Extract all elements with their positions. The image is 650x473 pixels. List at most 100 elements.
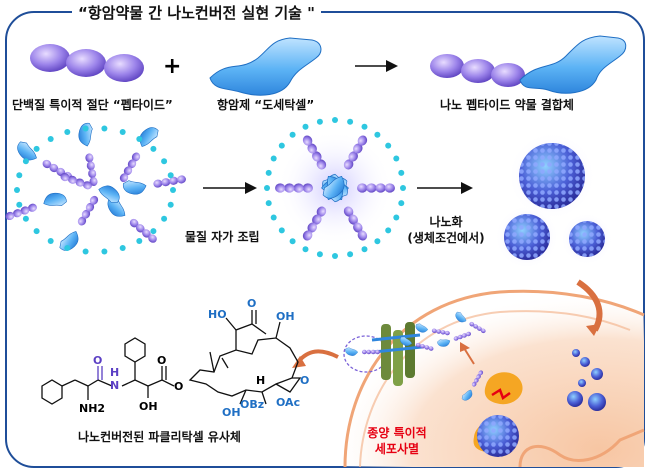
o-label-5: O [300,374,309,387]
arrow-release [463,347,475,365]
water-dot [385,227,392,234]
water-dot [278,142,285,149]
water-dot [47,136,54,142]
water-dot [167,172,174,179]
water-dot [161,215,168,222]
o-label-1: O [93,354,102,367]
water-dot [361,123,368,130]
nh-label: N [110,379,119,392]
page-title: “항암약물 간 나노컨버전 실현 기술 " [72,2,321,23]
water-dot [398,200,405,207]
oh-label-1: OH [139,400,158,413]
water-dot [385,142,392,149]
released-drug-icons [345,311,486,401]
small-nanoparticles-icon [477,349,606,457]
docetaxel-icon [209,37,322,96]
water-dot [47,238,54,244]
water-dot [14,187,20,193]
micelle-unit-5 [322,135,368,199]
water-dot [82,125,89,132]
released-drug-2 [455,311,486,334]
water-dot [167,201,174,208]
o-label-4: O [247,297,256,310]
free-conjugate-6 [5,192,67,221]
peptide-chain-icon [30,44,144,82]
micelle-icon [264,117,406,259]
free-conjugate-7 [60,172,120,203]
water-dot [16,201,23,208]
water-dot [136,136,143,142]
h-label: H [110,366,119,379]
water-dot [332,117,338,123]
ho-label: HO [208,308,227,321]
water-dot [161,158,168,165]
water-dot [332,253,338,259]
chem-labels: NH2 N H O O OH O HO O OH OH H OBz OAc O [79,297,309,419]
water-dot [265,169,272,176]
nanoization-label: 나노화 (생체조건에서) [407,214,484,246]
water-dot [119,129,126,135]
peptide-label: 단백질 특이적 절단 “펩타이드” [12,98,173,112]
nanoization-line2: (생체조건에서) [407,231,485,245]
water-dot [302,123,309,130]
free-conjugates-icon [5,122,186,255]
water-dot [400,185,406,191]
arrow-to-analog [296,349,339,364]
oh-label-3: OH [222,406,241,419]
drug-label: 항암제 “도세탁셀” [217,98,315,112]
nanoparticle-icon [495,132,613,269]
oh-label-2: OH [276,310,295,323]
free-conjugate-1 [78,122,98,186]
conjugate-label: 나노 펩타이드 약물 결합체 [440,98,574,112]
frame-border [5,11,645,468]
cell-death-label: 종양 특이적 세포사멸 [367,425,426,457]
water-dot [374,238,381,245]
water-dot [150,145,157,152]
water-dot [393,214,400,221]
water-dot [393,155,400,162]
water-dot [33,228,40,235]
o-label-3: O [174,380,183,393]
water-dot [64,245,71,251]
water-dot [33,145,40,152]
nanoization-line1: 나노화 [429,215,463,229]
water-dot [150,228,157,235]
water-dot [270,214,277,221]
water-dot [101,125,108,132]
water-dot [347,251,354,258]
water-dot [289,238,296,245]
water-dot [22,215,29,222]
self-assembly-label: 물질 자가 조립 [185,230,260,244]
nh2-label: NH2 [79,402,105,415]
free-conjugate-3 [122,175,186,195]
water-dot [265,200,272,207]
water-dot [398,169,405,176]
o-label-2: O [157,354,166,367]
water-dot [119,245,126,251]
water-dot [270,155,277,162]
water-dot [316,251,323,258]
oac-label: OAc [276,396,300,409]
water-dot [374,131,381,138]
water-dot [82,248,89,255]
released-drug-4 [345,347,381,356]
conjugate-icon [430,35,627,94]
obz-label: OBz [240,398,264,411]
water-dot [136,238,143,244]
water-dot [347,118,354,125]
water-dot [101,248,108,255]
analog-label: 나노컨버전된 파클리탁셀 유사체 [78,430,241,444]
water-dot [361,246,368,253]
cell-death-line1: 종양 특이적 [367,426,427,440]
released-drug-1 [437,331,471,347]
paclitaxel-analog-structure [41,310,302,405]
free-conjugate-5 [59,195,99,251]
plus-sign: + [163,54,181,79]
released-drug-0 [415,323,450,336]
water-dot [22,158,29,165]
water-dot [316,118,323,125]
released-drug-5 [400,336,434,351]
water-dot [16,172,23,179]
water-dot [64,129,71,135]
